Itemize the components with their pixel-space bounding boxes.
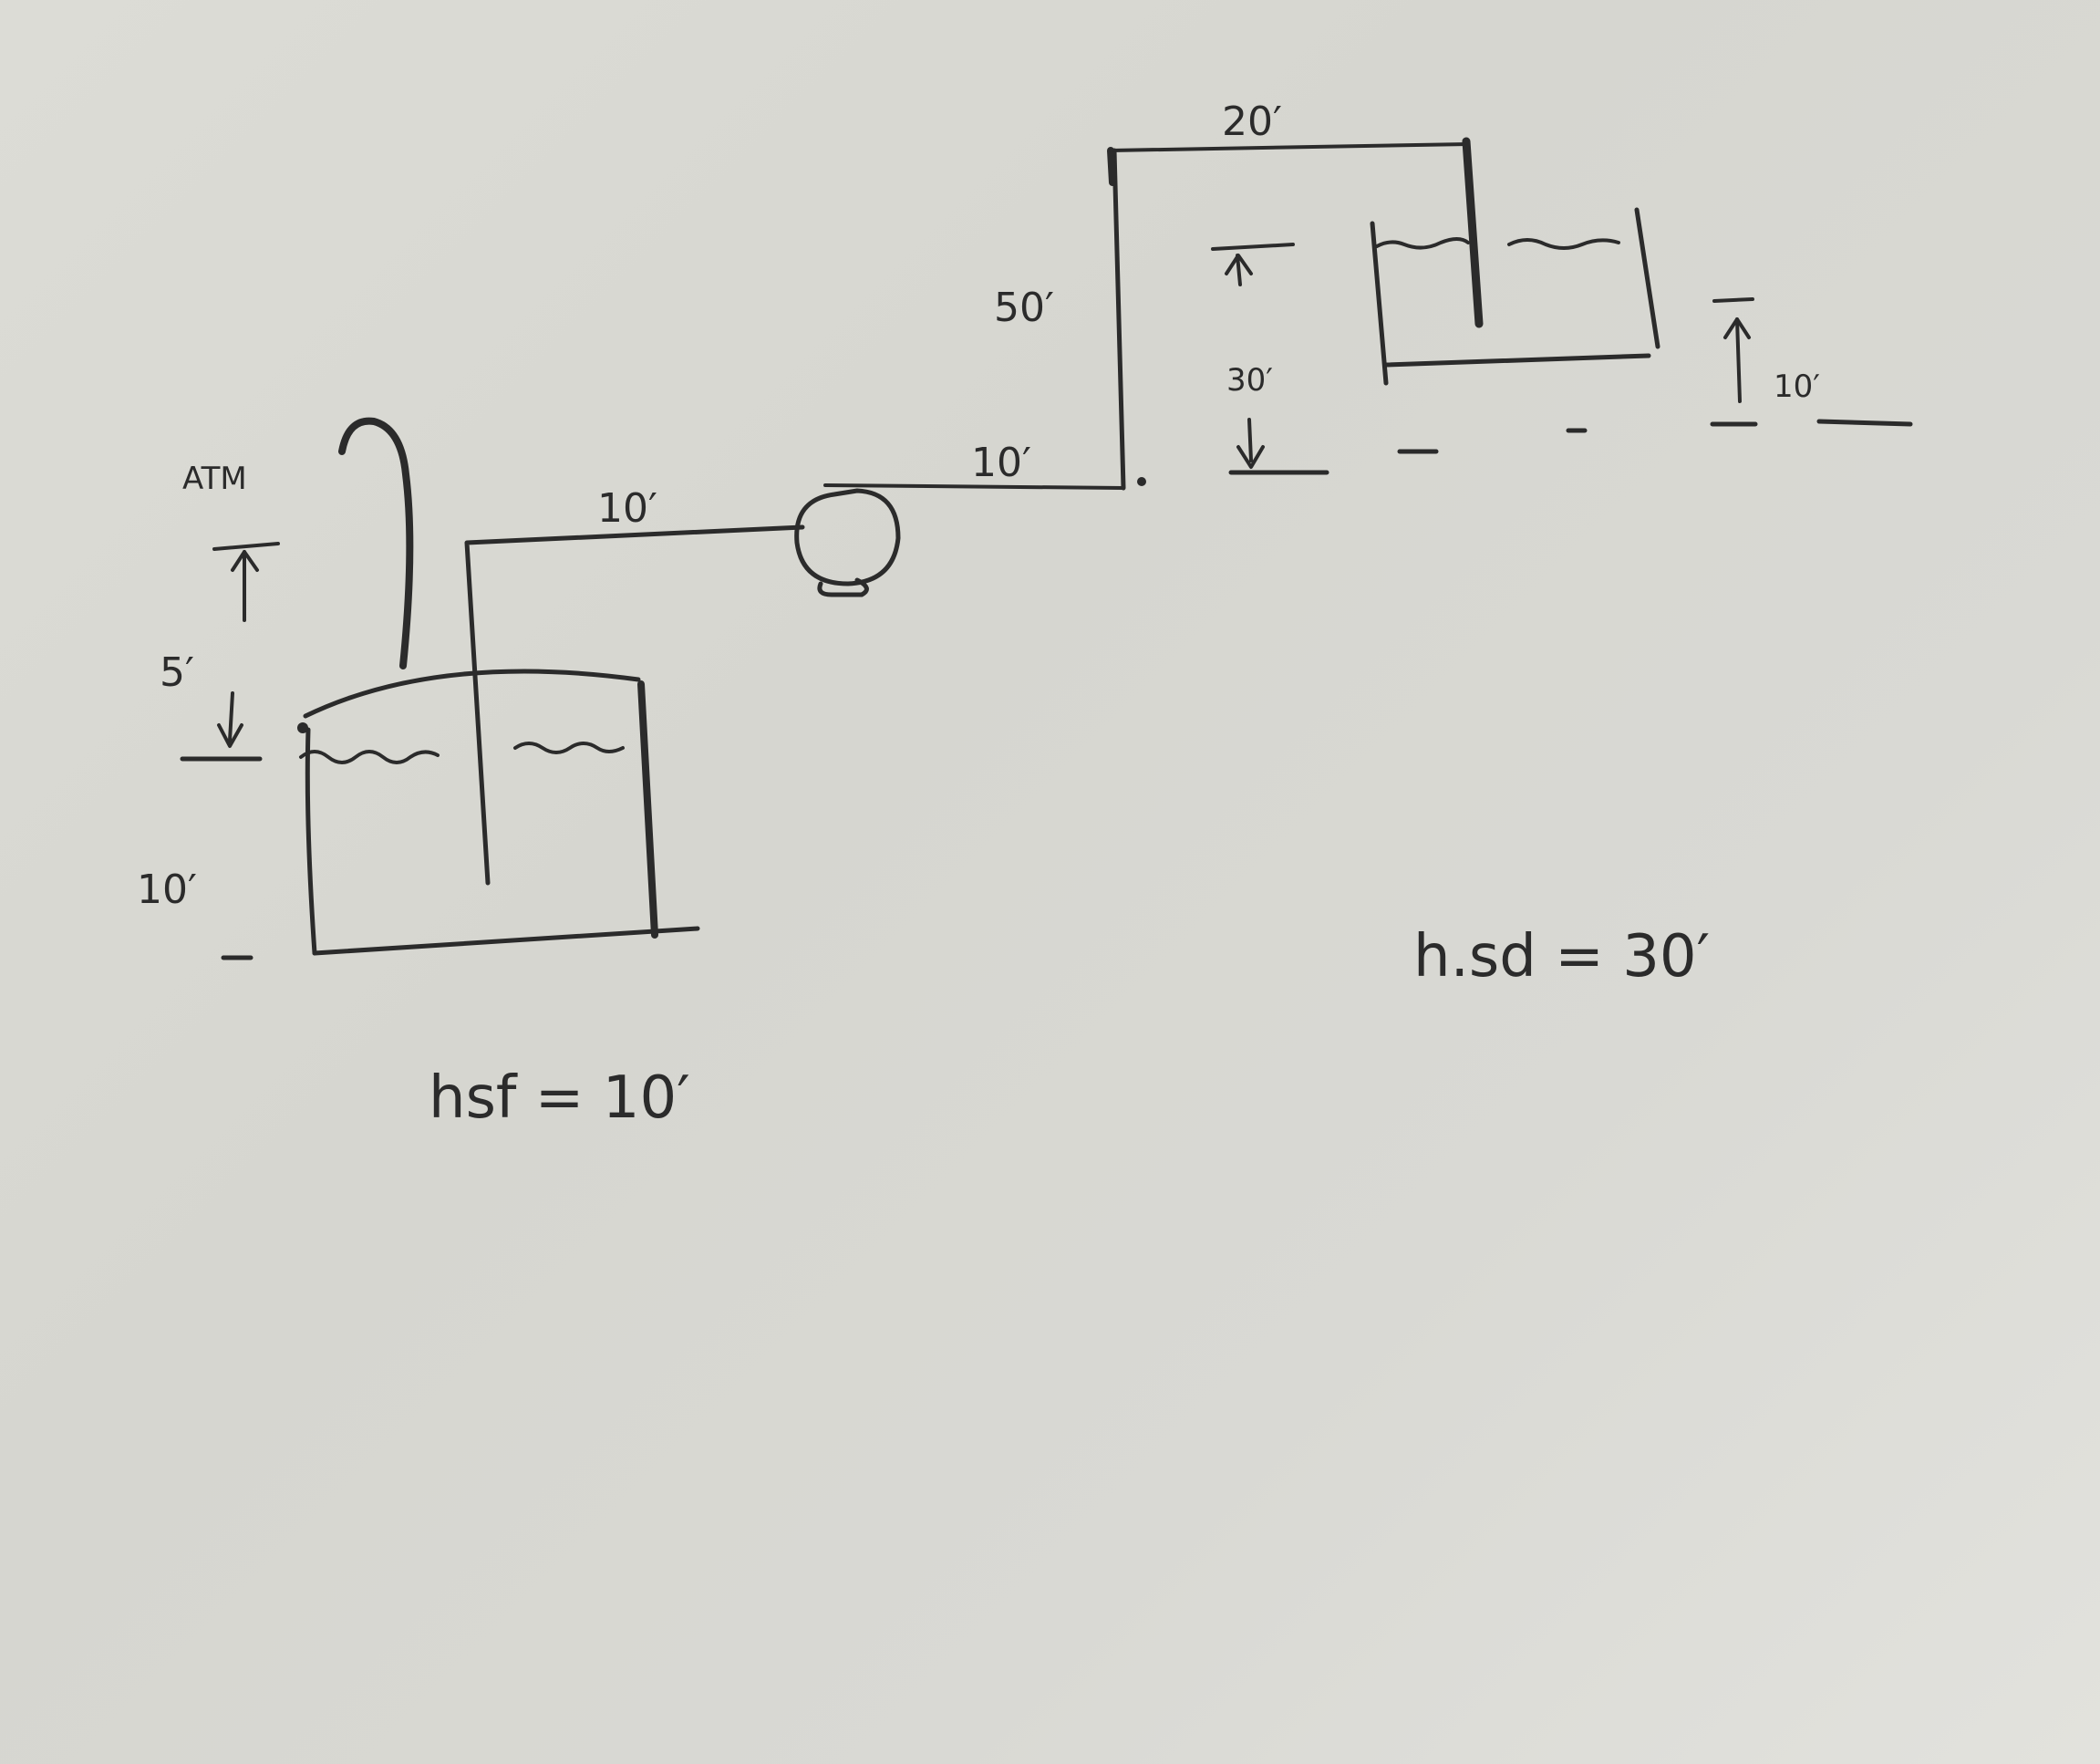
suction-pipe [464, 524, 805, 886]
discharge-elevation-point [1137, 477, 1146, 486]
label-suction-tank-level: 10′ [137, 866, 197, 913]
discharge-liquid-surface-left [1375, 237, 1470, 250]
discharge-pipe-dip [1462, 137, 1484, 328]
discharge-pipe-corner [1107, 147, 1116, 186]
label-suction-static-head: 5′ [160, 649, 194, 696]
dimension-5ft-arrow [180, 542, 280, 762]
pump-base-icon [817, 577, 869, 597]
discharge-tank [1370, 207, 1660, 386]
result-hsd: h.sd = 30′ [1413, 923, 1710, 991]
discharge-pipe-top [1109, 142, 1470, 152]
discharge-pipe-vertical [1112, 148, 1126, 491]
label-discharge-horizontal-run: 10′ [971, 440, 1031, 486]
result-hsf: hsf = 10′ [429, 1064, 690, 1132]
label-suction-pipe-length: 10′ [597, 485, 657, 532]
suction-tank [297, 669, 700, 956]
discharge-tank-right-wall [1634, 207, 1660, 349]
suction-liquid-surface-left [299, 750, 440, 764]
suction-level-point [297, 722, 308, 733]
suction-tank-domed-roof [303, 669, 641, 719]
discharge-pipe-horizontal [823, 483, 1125, 490]
dimension-10ft-arrow [1710, 297, 1913, 427]
dimension-30ft-arrow [1211, 243, 1588, 475]
discharge-liquid-surface-right [1507, 238, 1620, 250]
label-atm: ATM [182, 461, 247, 497]
suction-liquid-surface-right [513, 742, 625, 754]
discharge-tank-left-wall [1370, 221, 1389, 386]
suction-tank-right-wall [637, 680, 658, 939]
suction-tank-bottom [312, 926, 700, 956]
discharge-tank-bottom [1383, 353, 1651, 368]
atmospheric-vent-pipe [338, 417, 414, 669]
pump-casing-icon [794, 488, 901, 586]
suction-tank-left-wall [305, 727, 317, 956]
label-discharge-vertical-rise: 50′ [994, 285, 1054, 331]
label-discharge-static-height: 30′ [1226, 362, 1273, 399]
label-discharge-top-run: 20′ [1222, 99, 1282, 145]
pump [794, 488, 901, 597]
label-discharge-tank-level: 10′ [1774, 368, 1820, 405]
